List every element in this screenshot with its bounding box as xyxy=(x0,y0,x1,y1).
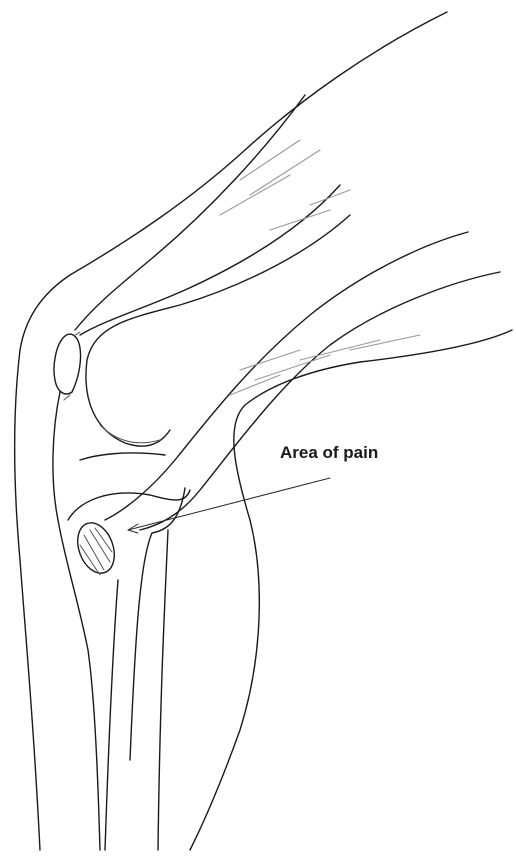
hamstring-tendon-upper xyxy=(105,232,468,520)
callout-label: Area of pain xyxy=(280,443,378,462)
shading-hamstring xyxy=(230,335,420,395)
quadriceps-tendon-upper xyxy=(75,95,305,330)
fibula-head xyxy=(130,488,185,760)
patellar-tendon xyxy=(53,392,100,850)
shading-patella-edge xyxy=(64,332,80,400)
thigh-back-outline xyxy=(190,330,512,850)
patella xyxy=(54,334,81,394)
shading-quadriceps xyxy=(220,140,350,230)
hamstring-tendon-lower xyxy=(140,272,500,530)
tibia-front xyxy=(80,453,165,460)
thigh-front-outline xyxy=(15,12,447,850)
tibia-shaft xyxy=(105,580,118,850)
fibula-shaft xyxy=(158,530,168,850)
callout-leader-line xyxy=(128,478,330,530)
femur-condyle xyxy=(86,215,350,446)
pain-site-hatching xyxy=(80,528,112,575)
quadriceps-tendon-lower xyxy=(80,185,340,335)
